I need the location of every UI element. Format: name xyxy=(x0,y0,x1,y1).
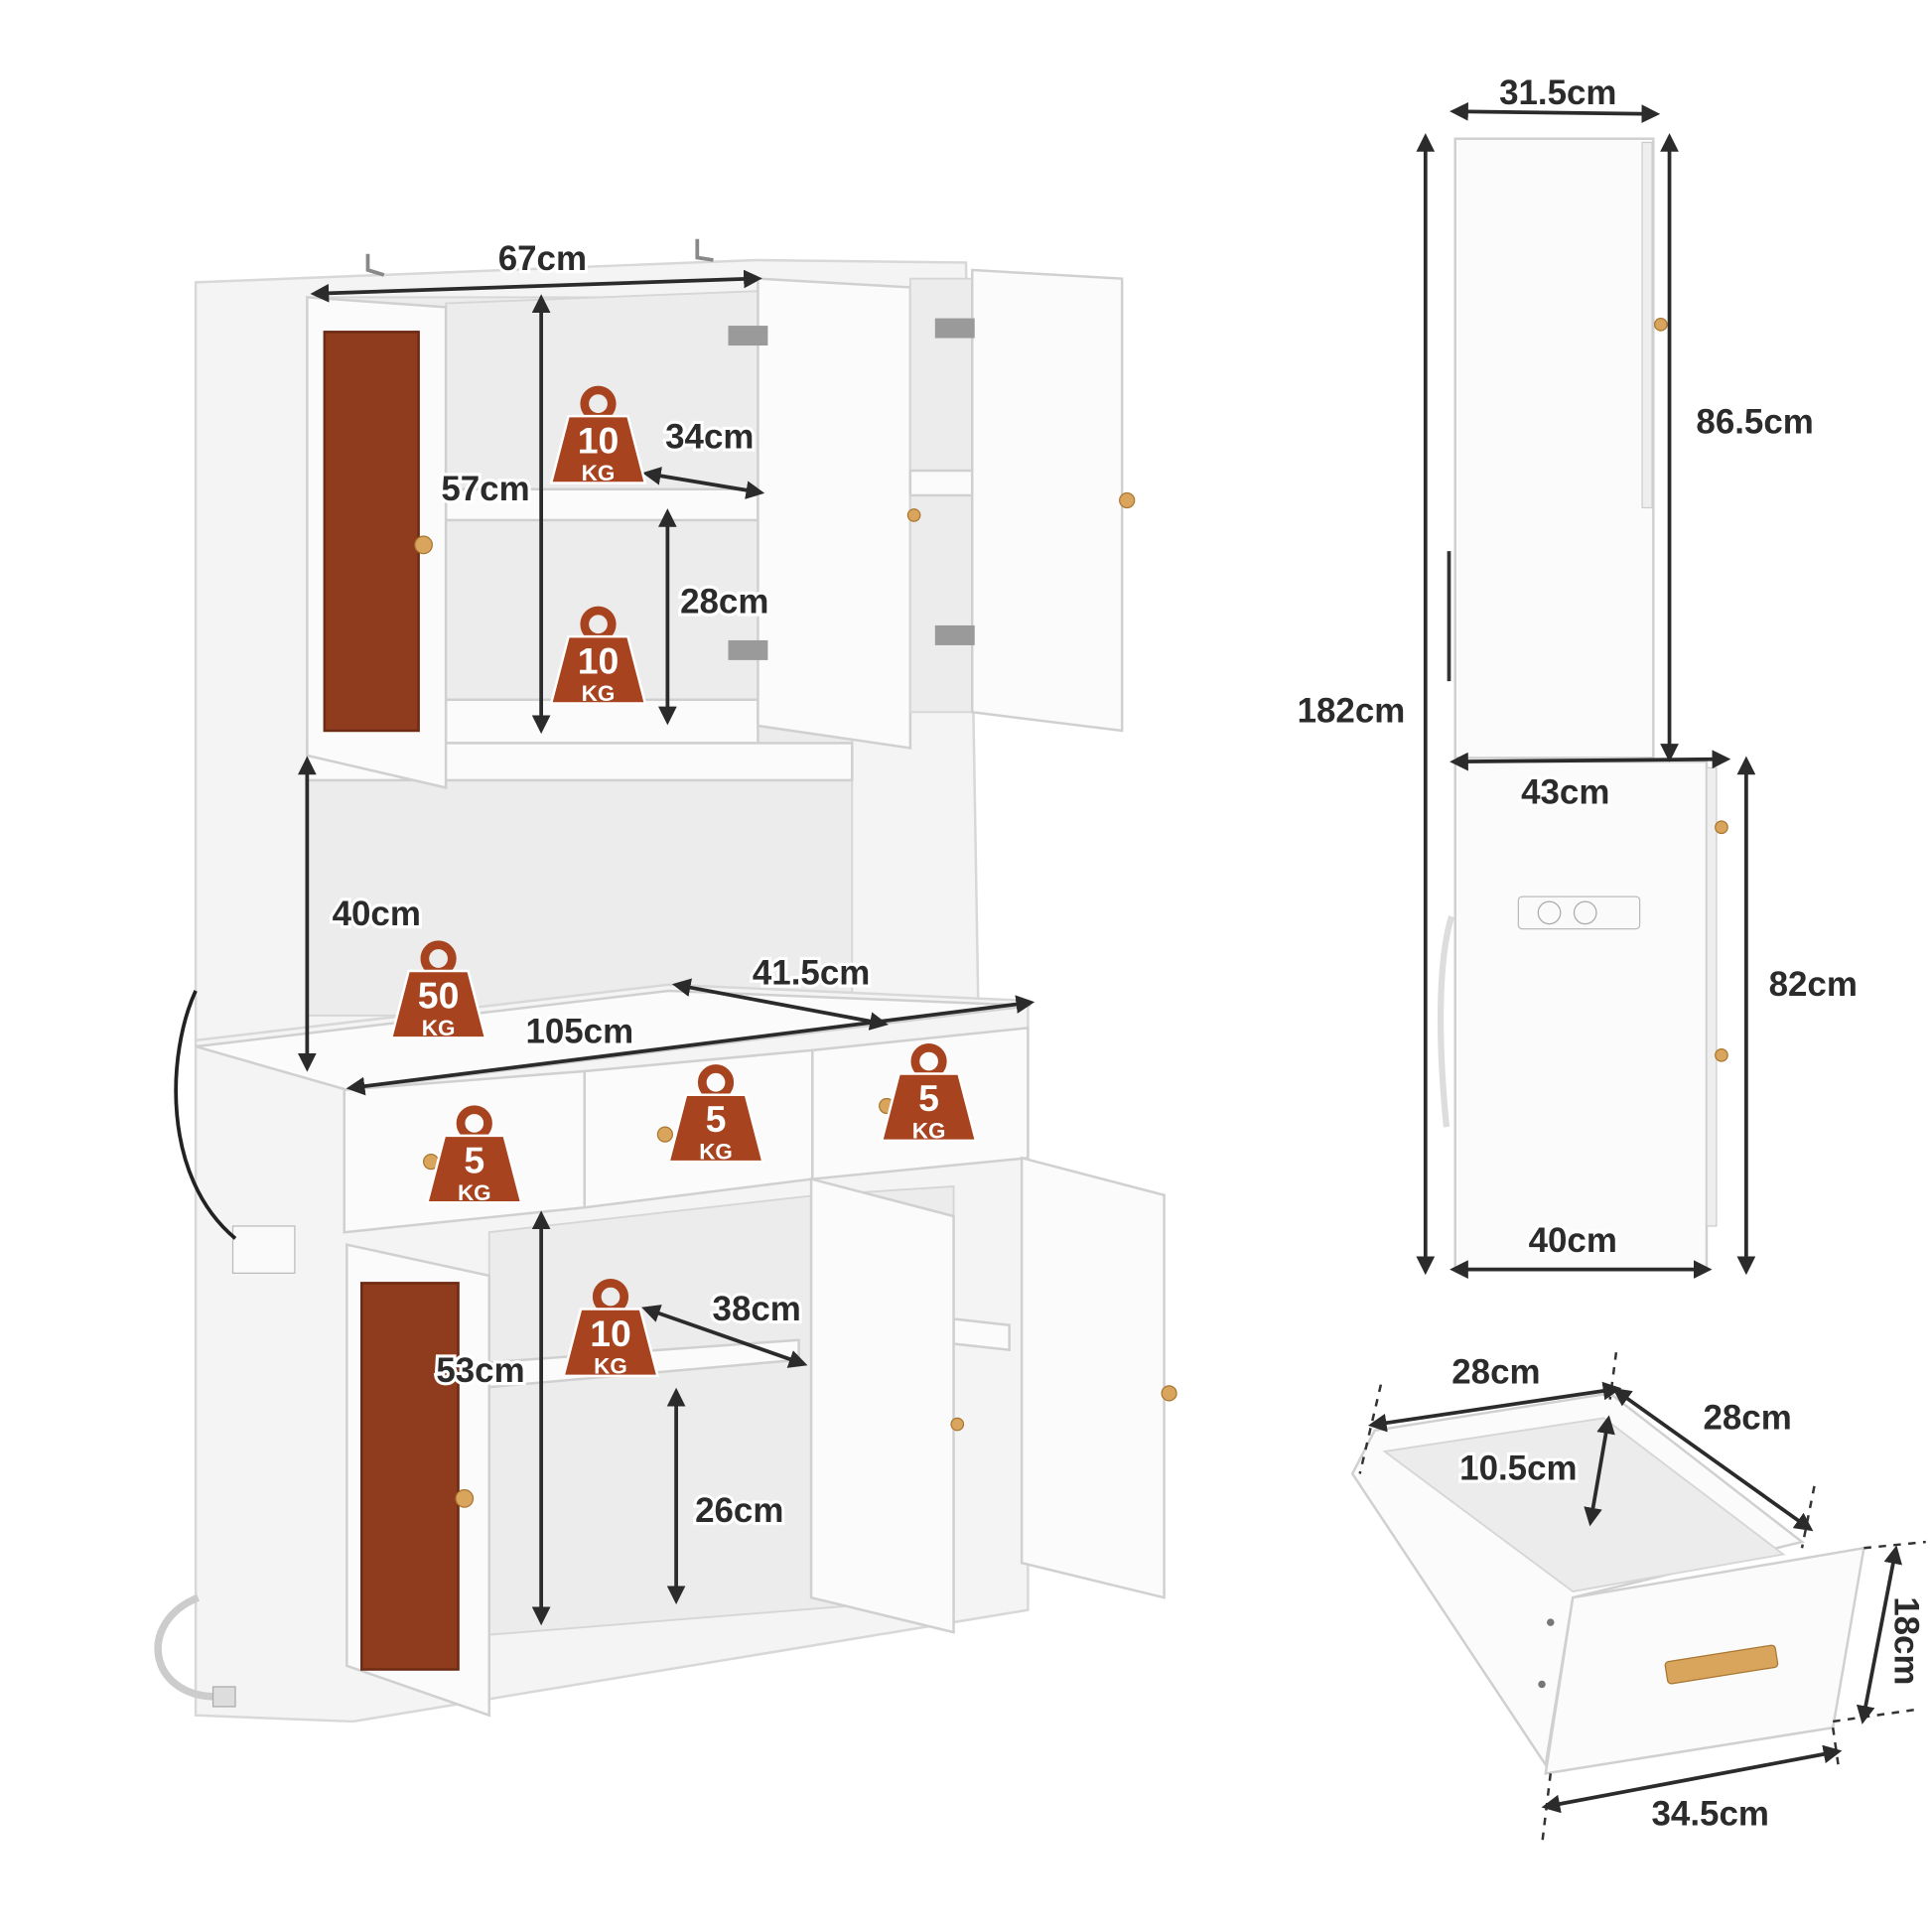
svg-text:KG: KG xyxy=(422,1016,456,1040)
dim-drawer-inner-depth: 28cm xyxy=(1703,1399,1791,1438)
dim-open-shelf-height: 40cm xyxy=(333,895,421,933)
dim-lower-height: 53cm xyxy=(436,1351,524,1390)
dim-base-depth-bottom: 40cm xyxy=(1529,1221,1617,1260)
dim-lower-shelf-depth: 38cm xyxy=(713,1290,801,1328)
upper-door-open-1 xyxy=(757,277,912,750)
svg-text:5: 5 xyxy=(706,1098,727,1140)
side-dimension-arrows xyxy=(1416,102,1756,1279)
door-knob xyxy=(414,535,433,555)
weight-badge: 5 KG xyxy=(669,1069,763,1165)
front-dimension-arrows xyxy=(298,269,1035,1626)
dim-top-depth: 31.5cm xyxy=(1499,73,1616,112)
door-knob xyxy=(455,1489,475,1508)
svg-text:5: 5 xyxy=(464,1139,484,1180)
dim-total-width: 105cm xyxy=(525,1012,633,1050)
svg-text:KG: KG xyxy=(594,1353,627,1378)
dim-upper-height: 57cm xyxy=(441,470,529,508)
drawer-dimension-arrows xyxy=(1367,1381,1902,1814)
weight-badge: 10 KG xyxy=(564,1283,658,1378)
weight-badge: 50 KG xyxy=(391,945,485,1040)
dim-base-depth-top: 43cm xyxy=(1521,773,1609,812)
svg-text:50: 50 xyxy=(418,974,460,1016)
drawer-dimension-labels: 28cm 28cm 10.5cm 18cm 34.5cm xyxy=(1449,1349,1929,1837)
drawer-handle xyxy=(1664,1644,1779,1685)
weight-badge: 10 KG xyxy=(551,390,645,485)
svg-text:10: 10 xyxy=(578,640,620,682)
svg-text:10: 10 xyxy=(590,1312,631,1354)
svg-text:KG: KG xyxy=(458,1180,491,1205)
dim-top-width: 67cm xyxy=(498,239,587,278)
dim-side-lower-height: 82cm xyxy=(1769,965,1858,1004)
dim-upper-shelf-depth: 34cm xyxy=(665,418,754,457)
weight-badge: 5 KG xyxy=(882,1047,976,1143)
power-outlet-icon xyxy=(1517,896,1641,930)
dim-lower-shelf-gap: 26cm xyxy=(695,1491,783,1530)
dim-drawer-inner-height: 10.5cm xyxy=(1459,1449,1577,1488)
svg-text:KG: KG xyxy=(699,1140,733,1165)
upper-door-open-2 xyxy=(970,268,1124,733)
dim-drawer-front-height: 18cm xyxy=(1887,1596,1926,1685)
side-dimension-labels: 31.5cm 86.5cm 182cm 43cm 82cm 40cm xyxy=(1294,70,1861,1264)
upper-left-door xyxy=(306,296,448,789)
power-outlet-icon xyxy=(231,1225,296,1274)
dim-drawer-inner-width: 28cm xyxy=(1451,1352,1540,1391)
dim-total-height: 182cm xyxy=(1298,691,1406,730)
dim-drawer-front-width: 34.5cm xyxy=(1652,1795,1769,1834)
power-cable xyxy=(174,990,237,1240)
front-dimension-labels: 67cm 57cm 34cm 28cm 40cm 41.5cm 105cm 38… xyxy=(329,236,873,1533)
plug-icon xyxy=(211,1686,236,1708)
dim-upper-shelf-gap: 28cm xyxy=(680,582,768,621)
svg-text:KG: KG xyxy=(912,1118,946,1143)
weight-badge: 5 KG xyxy=(427,1110,521,1205)
dim-countertop-depth: 41.5cm xyxy=(753,954,870,993)
lower-door-open-2 xyxy=(1020,1156,1166,1599)
weight-badge: 10 KG xyxy=(551,611,645,706)
lower-door-open-1 xyxy=(809,1176,955,1634)
dim-side-upper-height: 86.5cm xyxy=(1696,403,1813,442)
lower-left-door xyxy=(345,1243,490,1718)
svg-text:10: 10 xyxy=(578,420,620,462)
svg-text:KG: KG xyxy=(582,461,616,485)
svg-text:KG: KG xyxy=(582,681,616,706)
svg-text:5: 5 xyxy=(918,1077,939,1119)
